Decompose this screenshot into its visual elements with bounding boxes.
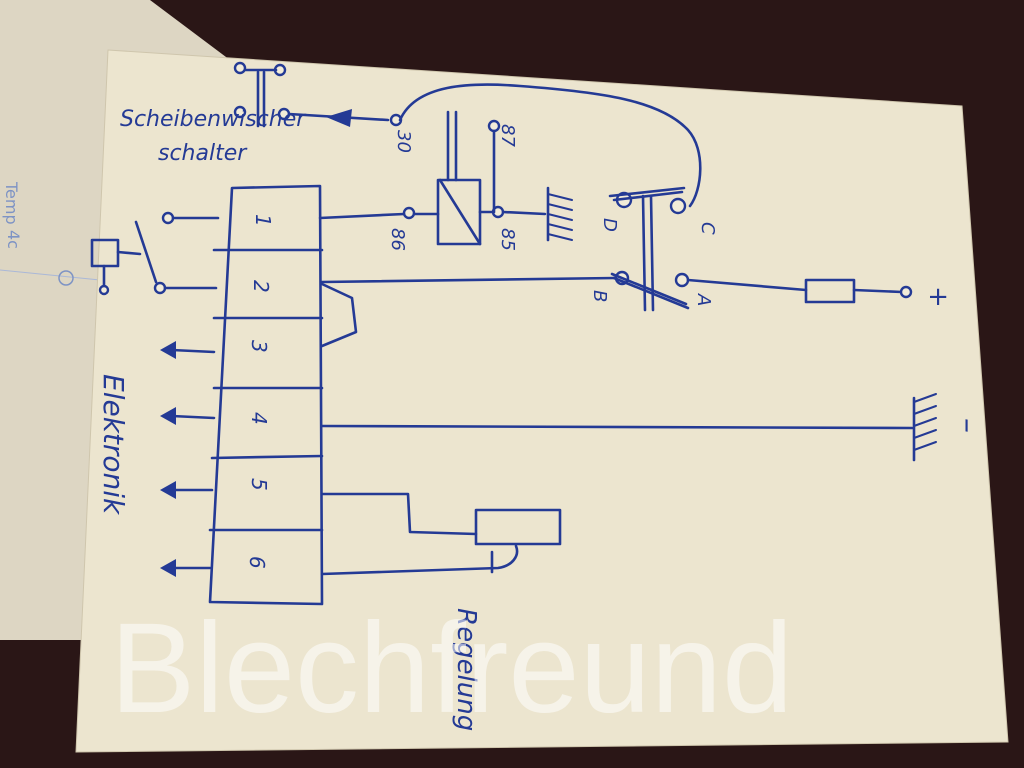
paper-sheet — [76, 50, 1008, 752]
terminal-block — [208, 184, 358, 606]
ground-wire — [320, 393, 937, 462]
relay-pin-30: 30 — [393, 130, 414, 153]
left-connections — [90, 211, 220, 577]
regulator-label: Regelung — [451, 608, 481, 731]
minus-sign: – — [950, 418, 985, 433]
wiper-switch — [233, 61, 390, 128]
terminal-3: 3 — [247, 340, 271, 353]
regulator — [320, 492, 562, 576]
terminal-5: 5 — [247, 478, 271, 491]
wiper-switch-label-line2: schalter — [158, 141, 248, 166]
terminal-1: 1 — [251, 214, 275, 227]
contact-d: D — [599, 218, 620, 232]
relay-pin-85: 85 — [497, 228, 518, 251]
contact-b: B — [589, 290, 610, 302]
terminal-4: 4 — [247, 412, 271, 425]
electronics-label: Elektronik — [97, 374, 130, 516]
wiper-switch-label-line1: Scheibenwischer — [120, 107, 307, 132]
terminal-6: 6 — [245, 556, 269, 569]
relay-pin-87: 87 — [497, 124, 518, 147]
double-switch — [320, 186, 913, 312]
back-sheet-text-2: 4c — [4, 230, 23, 249]
watermark-text: Blechfreund — [110, 597, 793, 740]
back-sheet-lamp-icon — [58, 270, 74, 286]
back-sheet-text-1: Temp — [2, 181, 21, 225]
relay-pin-86: 86 — [387, 228, 408, 251]
terminal-2: 2 — [249, 280, 273, 293]
contact-c: C — [697, 222, 718, 235]
contact-a: A — [693, 293, 714, 306]
wire-30-to-c — [398, 83, 702, 208]
plus-sign: + — [923, 286, 953, 308]
